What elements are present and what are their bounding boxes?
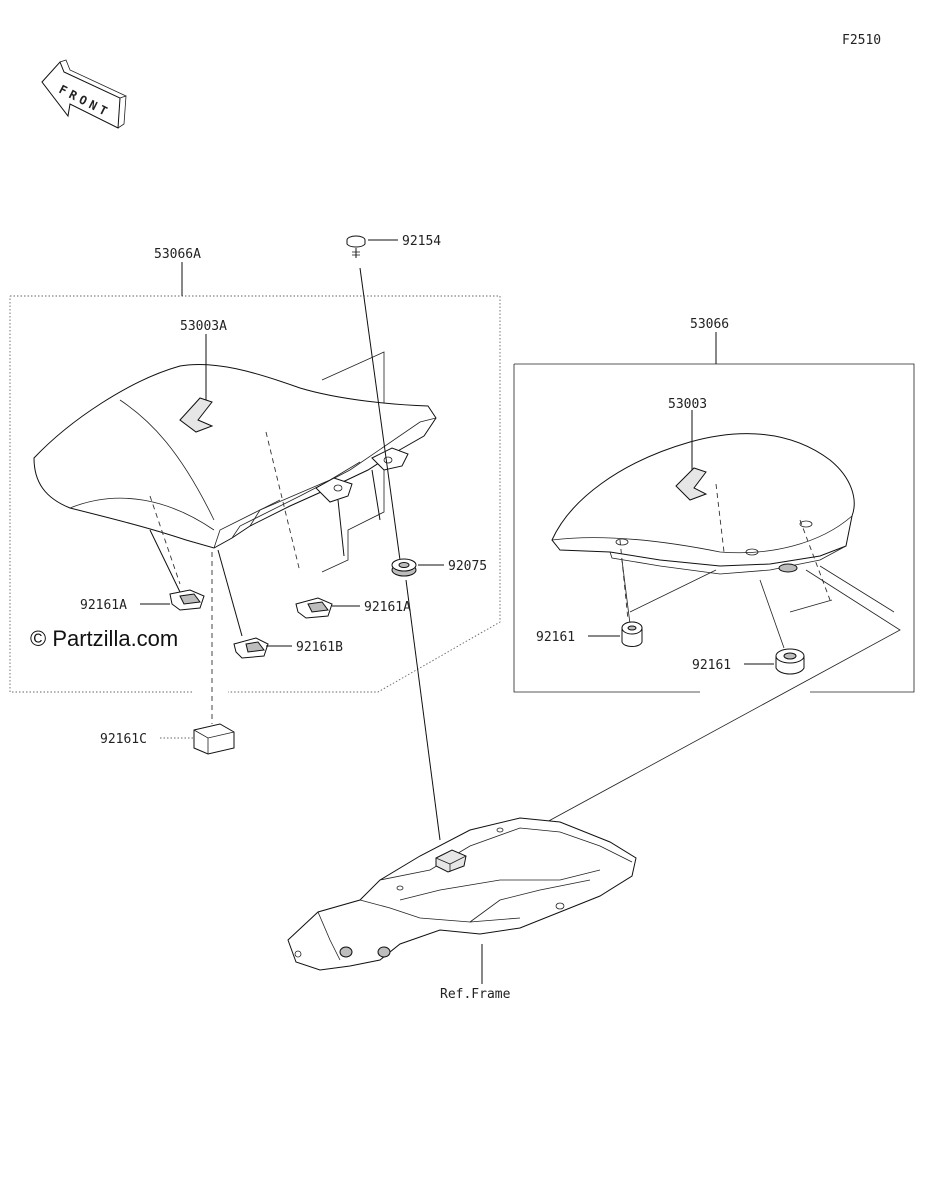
rider-seat bbox=[33, 363, 437, 585]
rider-seat-box bbox=[9, 262, 501, 693]
label-92161A-left: 92161A bbox=[80, 598, 127, 613]
damper-92161B bbox=[233, 637, 269, 659]
pillion-seat-box bbox=[513, 332, 915, 693]
label-92161-left: 92161 bbox=[536, 630, 575, 645]
label-53066: 53066 bbox=[690, 317, 729, 332]
label-92161C: 92161C bbox=[100, 732, 147, 747]
label-53003: 53003 bbox=[668, 397, 707, 412]
damper-92161-right bbox=[775, 648, 805, 675]
label-92154: 92154 bbox=[402, 234, 441, 249]
label-92161B: 92161B bbox=[296, 640, 343, 655]
damper-92161C bbox=[193, 723, 235, 755]
damper-92161-left bbox=[621, 621, 643, 647]
frame bbox=[287, 817, 637, 971]
damper-92161A-left bbox=[169, 589, 205, 611]
watermark: © Partzilla.com bbox=[30, 626, 179, 651]
grommet-92075 bbox=[391, 558, 417, 577]
bolt-92154 bbox=[346, 235, 366, 258]
label-ref-frame: Ref.Frame bbox=[440, 987, 511, 1002]
label-92075: 92075 bbox=[448, 559, 487, 574]
front-arrow-icon: FRONT bbox=[41, 59, 127, 129]
damper-92161A-mid bbox=[295, 597, 333, 619]
label-92161A-mid: 92161A bbox=[364, 600, 411, 615]
front-arrow-label: FRONT bbox=[57, 82, 113, 120]
figure-code: F2510 bbox=[842, 33, 881, 48]
label-53066A: 53066A bbox=[154, 247, 201, 262]
pillion-seat bbox=[551, 433, 855, 621]
label-92161-right: 92161 bbox=[692, 658, 731, 673]
label-53003A: 53003A bbox=[180, 319, 227, 334]
